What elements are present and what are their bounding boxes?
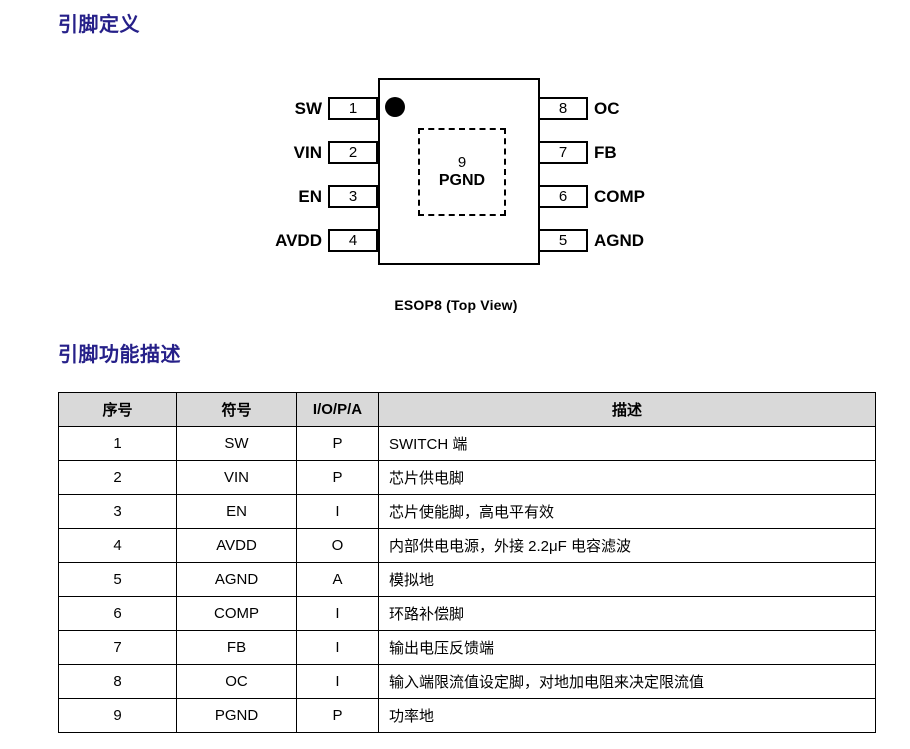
cell-iopa: I bbox=[296, 664, 379, 699]
cell-symbol: OC bbox=[176, 664, 297, 699]
pin-label-vin: VIN bbox=[293, 143, 322, 162]
pin-box-7: 7 bbox=[538, 141, 588, 164]
cell-description: 输出电压反馈端 bbox=[378, 630, 876, 665]
pin-box-5: 5 bbox=[538, 229, 588, 252]
cell-iopa: A bbox=[296, 562, 379, 597]
cell-symbol: PGND bbox=[176, 698, 297, 733]
package-pinout-diagram: SW 1 VIN 2 EN 3 AVDD 4 8 OC 7 FB 6 COMP … bbox=[0, 0, 910, 330]
pin-box-4: 4 bbox=[328, 229, 378, 252]
pin1-dot-icon bbox=[385, 97, 405, 117]
table-row: 7 FB I 输出电压反馈端 bbox=[58, 630, 876, 665]
cell-iopa: I bbox=[296, 596, 379, 631]
package-caption-text: ESOP8 (Top View) bbox=[394, 297, 518, 313]
table-row: 5 AGND A 模拟地 bbox=[58, 562, 876, 597]
cell-iopa: O bbox=[296, 528, 379, 563]
cell-number: 1 bbox=[58, 426, 177, 461]
cell-description: 输入端限流值设定脚，对地加电阻来决定限流值 bbox=[378, 664, 876, 699]
exposed-pad-number: 9 bbox=[457, 154, 467, 171]
pin-label-sw: SW bbox=[294, 99, 322, 118]
cell-symbol: VIN bbox=[176, 460, 297, 495]
pin-box-3: 3 bbox=[328, 185, 378, 208]
table-row: 4 AVDD O 内部供电电源，外接 2.2μF 电容滤波 bbox=[58, 528, 876, 563]
exposed-pad-pgnd: 9 PGND bbox=[418, 128, 506, 216]
column-header-description: 描述 bbox=[378, 392, 876, 427]
pin-box-6: 6 bbox=[538, 185, 588, 208]
cell-iopa: P bbox=[296, 698, 379, 733]
cell-number: 2 bbox=[58, 460, 177, 495]
cell-description: 功率地 bbox=[378, 698, 876, 733]
cell-description: 芯片供电脚 bbox=[378, 460, 876, 495]
cell-symbol: SW bbox=[176, 426, 297, 461]
pin-label-comp: COMP bbox=[594, 187, 645, 206]
cell-iopa: P bbox=[296, 460, 379, 495]
cell-number: 9 bbox=[58, 698, 177, 733]
table-row: 6 COMP I 环路补偿脚 bbox=[58, 596, 876, 631]
page-title-pin-definition: 引脚定义 bbox=[58, 14, 140, 36]
pin-box-8: 8 bbox=[538, 97, 588, 120]
pin-box-1: 1 bbox=[328, 97, 378, 120]
pin-function-table: 序号 符号 I/O/P/A 描述 1 SW P SWITCH 端 2 VIN P… bbox=[58, 392, 876, 733]
cell-description: 模拟地 bbox=[378, 562, 876, 597]
exposed-pad-label: PGND bbox=[438, 172, 486, 189]
cell-number: 4 bbox=[58, 528, 177, 563]
pin-label-agnd: AGND bbox=[594, 231, 645, 250]
table-header-row: 序号 符号 I/O/P/A 描述 bbox=[58, 392, 876, 427]
table-row: 1 SW P SWITCH 端 bbox=[58, 426, 876, 461]
cell-symbol: AVDD bbox=[176, 528, 297, 563]
table-row: 8 OC I 输入端限流值设定脚，对地加电阻来决定限流值 bbox=[58, 664, 876, 699]
table-row: 2 VIN P 芯片供电脚 bbox=[58, 460, 876, 495]
table-row: 9 PGND P 功率地 bbox=[58, 698, 876, 733]
pin-label-oc: OC bbox=[594, 99, 620, 118]
table-body: 1 SW P SWITCH 端 2 VIN P 芯片供电脚 3 EN I 芯片使… bbox=[58, 426, 876, 733]
cell-iopa: I bbox=[296, 494, 379, 529]
cell-number: 6 bbox=[58, 596, 177, 631]
pin-label-fb: FB bbox=[594, 143, 617, 162]
table-row: 3 EN I 芯片使能脚，高电平有效 bbox=[58, 494, 876, 529]
chip-body-outline bbox=[378, 78, 540, 265]
pin-label-en: EN bbox=[298, 187, 322, 206]
package-caption: ESOP8 (Top View) bbox=[0, 297, 910, 313]
cell-iopa: I bbox=[296, 630, 379, 665]
page-title-pin-function: 引脚功能描述 bbox=[58, 344, 181, 366]
cell-description: 芯片使能脚，高电平有效 bbox=[378, 494, 876, 529]
cell-description: 环路补偿脚 bbox=[378, 596, 876, 631]
pin-box-2: 2 bbox=[328, 141, 378, 164]
cell-number: 5 bbox=[58, 562, 177, 597]
cell-number: 8 bbox=[58, 664, 177, 699]
cell-iopa: P bbox=[296, 426, 379, 461]
pin-label-avdd: AVDD bbox=[275, 231, 322, 250]
cell-description: 内部供电电源，外接 2.2μF 电容滤波 bbox=[378, 528, 876, 563]
cell-symbol: COMP bbox=[176, 596, 297, 631]
cell-symbol: AGND bbox=[176, 562, 297, 597]
cell-number: 7 bbox=[58, 630, 177, 665]
cell-symbol: EN bbox=[176, 494, 297, 529]
column-header-number: 序号 bbox=[58, 392, 177, 427]
cell-symbol: FB bbox=[176, 630, 297, 665]
column-header-iopa: I/O/P/A bbox=[296, 392, 379, 427]
cell-number: 3 bbox=[58, 494, 177, 529]
cell-description: SWITCH 端 bbox=[378, 426, 876, 461]
column-header-symbol: 符号 bbox=[176, 392, 297, 427]
